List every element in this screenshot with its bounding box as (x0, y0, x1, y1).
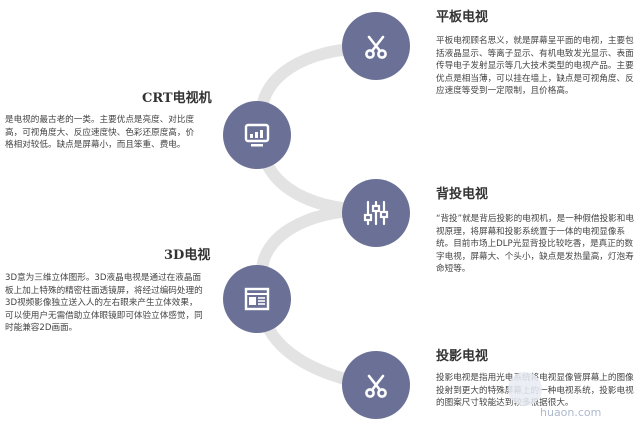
sliders-icon (356, 193, 396, 233)
item-title-projection-tv: 投影电视 (436, 349, 489, 364)
item-title-rear-projection-tv: 背投电视 (436, 187, 489, 202)
item-description-3d-tv: 3D意为三维立体图形。3D液晶电视是通过在液晶面板上加上特殊的精密柱面透镜屏，将… (5, 273, 203, 333)
node-circle-4[interactable] (223, 265, 291, 333)
item-title-crt-tv: CRT电视机 (142, 91, 212, 106)
item-title-flat-tv: 平板电视 (436, 10, 489, 25)
item-description-rear-projection-tv: “背投”就是背后投影的电视机，是一种假借投影和电视原理，将屏幕和投影系统置于一体… (436, 214, 634, 274)
tv-monitor-icon (237, 115, 277, 155)
watermark-logo (508, 372, 542, 406)
item-description-flat-tv: 平板电视顾名思义，就是屏幕呈平面的电视，主要包括液晶显示、等离子显示、有机电致发… (436, 36, 634, 96)
item-title-3d-tv: 3D电视 (164, 248, 211, 263)
scissors-icon (356, 365, 396, 405)
watermark: huaon.com (540, 406, 602, 419)
item-description-crt-tv: 是电视的最古老的一类。主要优点是亮度、对比度高，可视角度大、反应速度快、色彩还原… (5, 115, 195, 150)
browser-window-icon (237, 279, 277, 319)
scissors-icon (356, 26, 396, 66)
